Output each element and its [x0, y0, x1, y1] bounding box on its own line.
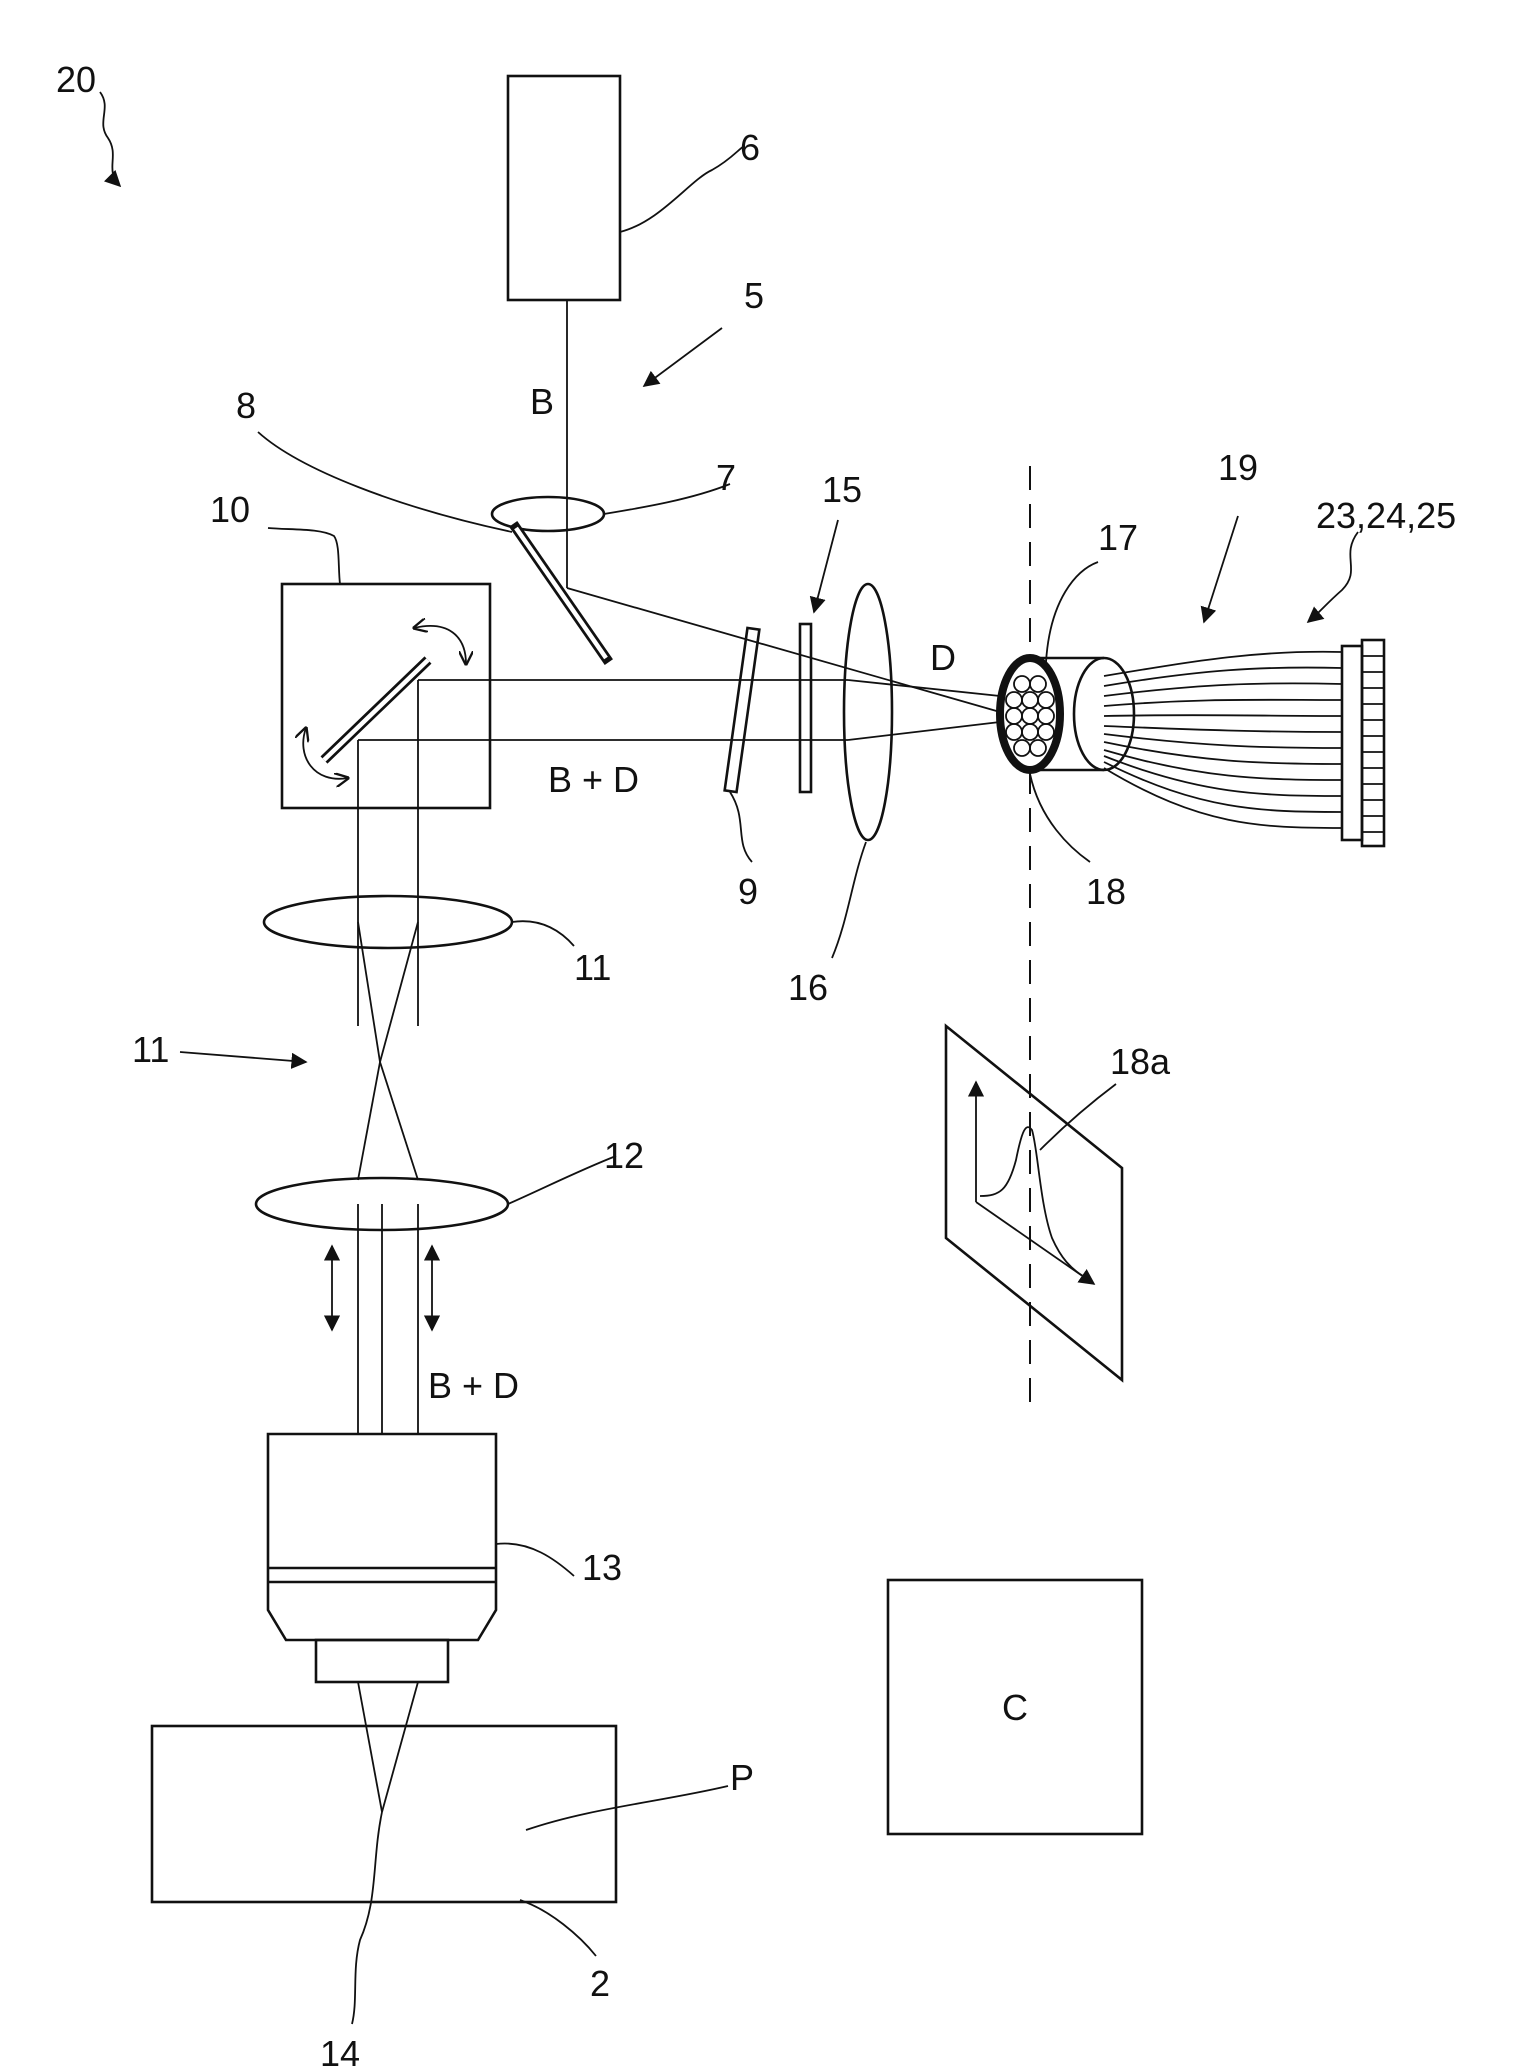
label-controller-c: C — [1002, 1687, 1028, 1728]
label-dichroic-8: 8 — [236, 385, 256, 426]
light-source-leader — [620, 146, 744, 232]
label-lens-16: 16 — [788, 967, 828, 1008]
filter-9-leader — [730, 792, 752, 862]
lens-11 — [264, 896, 512, 948]
label-relay-11: 11 — [132, 1029, 169, 1070]
label-lens-11: 11 — [574, 947, 611, 988]
objective-13 — [268, 1434, 496, 1682]
illumination-arrow — [644, 328, 722, 386]
label-beam-bd-horizontal: B + D — [548, 759, 639, 800]
label-system: 20 — [56, 59, 96, 100]
label-illumination: 5 — [744, 275, 764, 316]
label-lens-12: 12 — [604, 1135, 644, 1176]
fiber-17-leader — [1046, 562, 1098, 662]
label-fiber-group-19: 19 — [1218, 447, 1258, 488]
label-specimen-p: P — [730, 1757, 754, 1798]
focus-point-leader — [352, 1812, 382, 2024]
specimen-stage — [152, 1726, 616, 1902]
fiber-group-arrow — [1204, 516, 1238, 622]
label-fiber-end-18: 18 — [1086, 871, 1126, 912]
system-reference-arrow — [100, 92, 120, 186]
focus-cone — [358, 1682, 418, 1812]
lens-7 — [492, 497, 604, 531]
filter-9 — [725, 628, 760, 792]
dichroic-leader — [258, 432, 512, 532]
relay-crossing-rays — [358, 922, 418, 1180]
lens-12-leader — [508, 1156, 616, 1204]
fiber-18-leader — [1030, 774, 1090, 862]
label-scanner-10: 10 — [210, 489, 250, 530]
label-lens-7: 7 — [716, 457, 736, 498]
scan-arrow-top — [414, 626, 466, 664]
filter-15 — [800, 624, 811, 792]
fiber-strands — [1104, 652, 1342, 828]
detector-arrow — [1308, 532, 1358, 622]
label-focus-14: 14 — [320, 2033, 360, 2070]
label-filter-group-15: 15 — [822, 469, 862, 510]
detector-array — [1342, 640, 1384, 846]
spectral-profile-18a — [946, 1026, 1122, 1380]
lens-16-leader — [832, 842, 866, 958]
lens-7-leader — [604, 484, 730, 514]
objective-leader — [496, 1543, 574, 1576]
light-source-box — [508, 76, 620, 300]
filter-15-arrow — [814, 520, 838, 612]
label-beam-b: B — [530, 381, 554, 422]
label-detectors: 23,24,25 — [1316, 495, 1456, 536]
specimen-leader — [526, 1786, 728, 1830]
label-fiber-17: 17 — [1098, 517, 1138, 558]
label-beam-bd-vertical: B + D — [428, 1365, 519, 1406]
relay-arrow — [180, 1052, 306, 1062]
lens-11-leader — [512, 921, 574, 946]
label-stage-2: 2 — [590, 1963, 610, 2004]
profile-18a-leader — [1040, 1084, 1116, 1150]
label-light-source: 6 — [740, 127, 760, 168]
scanner-leader — [268, 528, 340, 584]
lens-16 — [844, 584, 892, 840]
label-filter-9: 9 — [738, 871, 758, 912]
label-objective-13: 13 — [582, 1547, 622, 1588]
stage-leader — [520, 1900, 596, 1956]
label-beam-d: D — [930, 637, 956, 678]
label-profile-18a: 18a — [1110, 1041, 1171, 1082]
